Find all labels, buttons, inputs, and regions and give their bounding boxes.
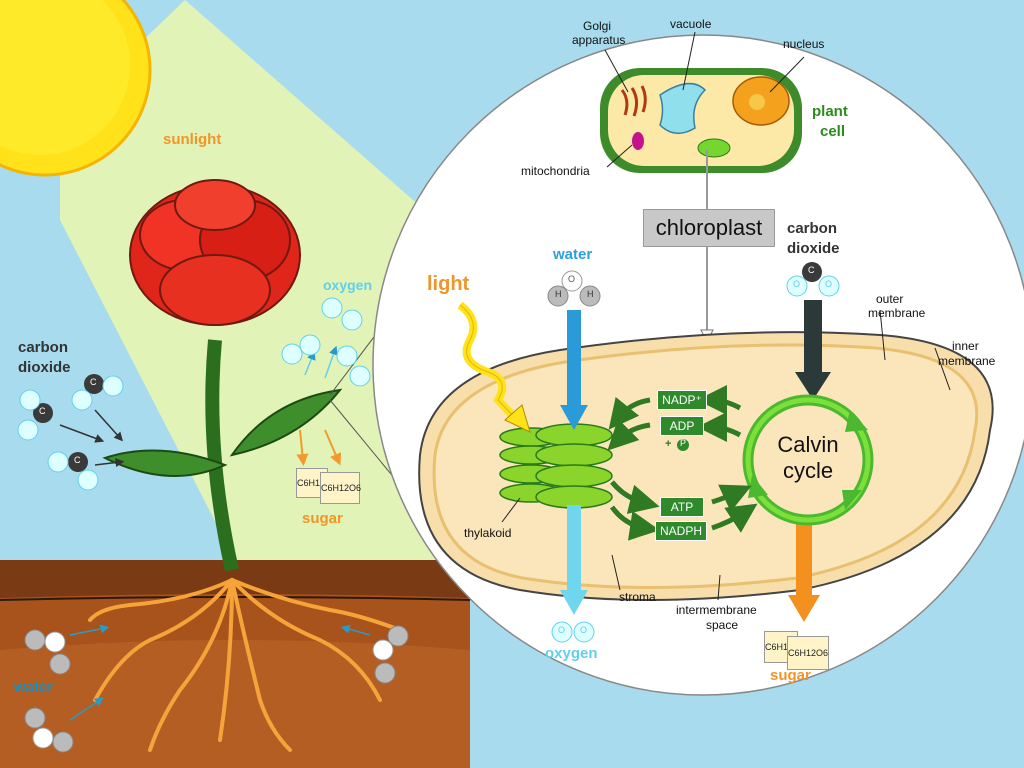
outer-membrane-label-2: membrane: [868, 306, 926, 320]
left-co2-c-2: C: [39, 406, 46, 416]
thylakoid-stacks: [499, 423, 613, 509]
left-carbon-label: carbon: [18, 339, 69, 356]
plus-sign: +: [665, 438, 672, 450]
water-h-letter-2: H: [587, 289, 594, 299]
cell-label: cell: [820, 123, 846, 140]
co2-arrow: [795, 300, 831, 400]
sun-icon: [0, 0, 152, 177]
adp-box: ADP: [660, 416, 704, 436]
left-water-label: water: [14, 679, 54, 696]
atp-box: ATP: [660, 497, 704, 517]
chloroplast-title: chloroplast: [643, 209, 775, 247]
left-sugar-label: sugar: [302, 510, 343, 527]
chloroplast-dioxide-label: dioxide: [787, 240, 840, 257]
oxygen-molecule-icon: [551, 621, 595, 643]
phosphate-icon: [677, 439, 689, 451]
soil: [0, 560, 471, 768]
water-molecule-icon: [547, 270, 601, 307]
calvin-label: Calvin: [777, 432, 839, 457]
plant-label: plant: [812, 103, 848, 120]
nadp-box: NADP⁺: [657, 390, 707, 410]
chloroplast-sugar-box-2: C6H12O6: [787, 636, 829, 670]
stroma-label: stroma: [619, 590, 656, 604]
water-o-letter: O: [568, 274, 576, 284]
inner-membrane-label-1: inner: [952, 339, 979, 353]
co2-o-letter-1: O: [793, 279, 801, 289]
chloroplast-sugar-label: sugar: [770, 667, 811, 684]
nadph-box: NADPH: [655, 521, 707, 541]
molecules: [17, 262, 840, 753]
left-dioxide-label: dioxide: [18, 359, 71, 376]
water-arrow: [560, 310, 588, 430]
plant-cell-pointers: [604, 31, 805, 168]
oxygen-arrow: [560, 505, 588, 615]
chloroplast-oxygen-label: oxygen: [545, 645, 598, 662]
oxygen-o-letter-1: O: [558, 625, 566, 635]
left-co2-c-3: C: [74, 455, 81, 465]
flower: [129, 179, 301, 326]
cycle-label: cycle: [782, 458, 834, 484]
light-label: light: [427, 273, 470, 295]
intermembrane-label-2: space: [706, 618, 739, 632]
oxygen-o-letter-2: O: [580, 625, 588, 635]
thylakoid-label: thylakoid: [464, 526, 512, 540]
calvin-cycle-label: Calvin cycle: [760, 432, 856, 485]
plant-cell-icon: [600, 68, 802, 173]
left-water-molecules: [24, 625, 409, 753]
light-arrow-head: [504, 404, 531, 433]
golgi-label-1: Golgi: [583, 19, 612, 33]
co2-molecule-icon: [786, 262, 840, 297]
energy-arrows: [607, 385, 758, 541]
roots: [88, 578, 402, 752]
chloroplast-pointers: [501, 309, 951, 601]
calvin-cycle-ring: [742, 394, 874, 526]
left-arrows: [59, 345, 371, 721]
left-co2-molecules: [17, 374, 124, 491]
mitochondria-label: mitochondria: [521, 164, 590, 178]
left-co2-c-1: C: [90, 377, 97, 387]
golgi-label-2: apparatus: [572, 33, 626, 47]
left-oxygen-label: oxygen: [323, 277, 373, 293]
intermembrane-label-1: intermembrane: [676, 603, 757, 617]
left-sugar-box-2: C6H12O6: [320, 472, 361, 504]
sugar-arrow: [788, 520, 820, 622]
left-oxygen-molecules: [281, 297, 371, 387]
water-h-letter-1: H: [555, 289, 562, 299]
plant: [102, 339, 343, 572]
inner-membrane-label-2: membrane: [938, 354, 996, 368]
nucleus-label: nucleus: [783, 37, 825, 51]
chloroplast-water-label: water: [553, 246, 593, 263]
outer-membrane-label-1: outer: [876, 292, 904, 306]
phosphate-letter: P: [680, 438, 687, 448]
chloroplast-carbon-label: carbon: [787, 220, 838, 237]
co2-o-letter-2: O: [825, 279, 833, 289]
co2-c-letter: C: [808, 265, 815, 275]
vacuole-label: vacuole: [670, 17, 712, 31]
sunlight-label: sunlight: [163, 131, 222, 148]
